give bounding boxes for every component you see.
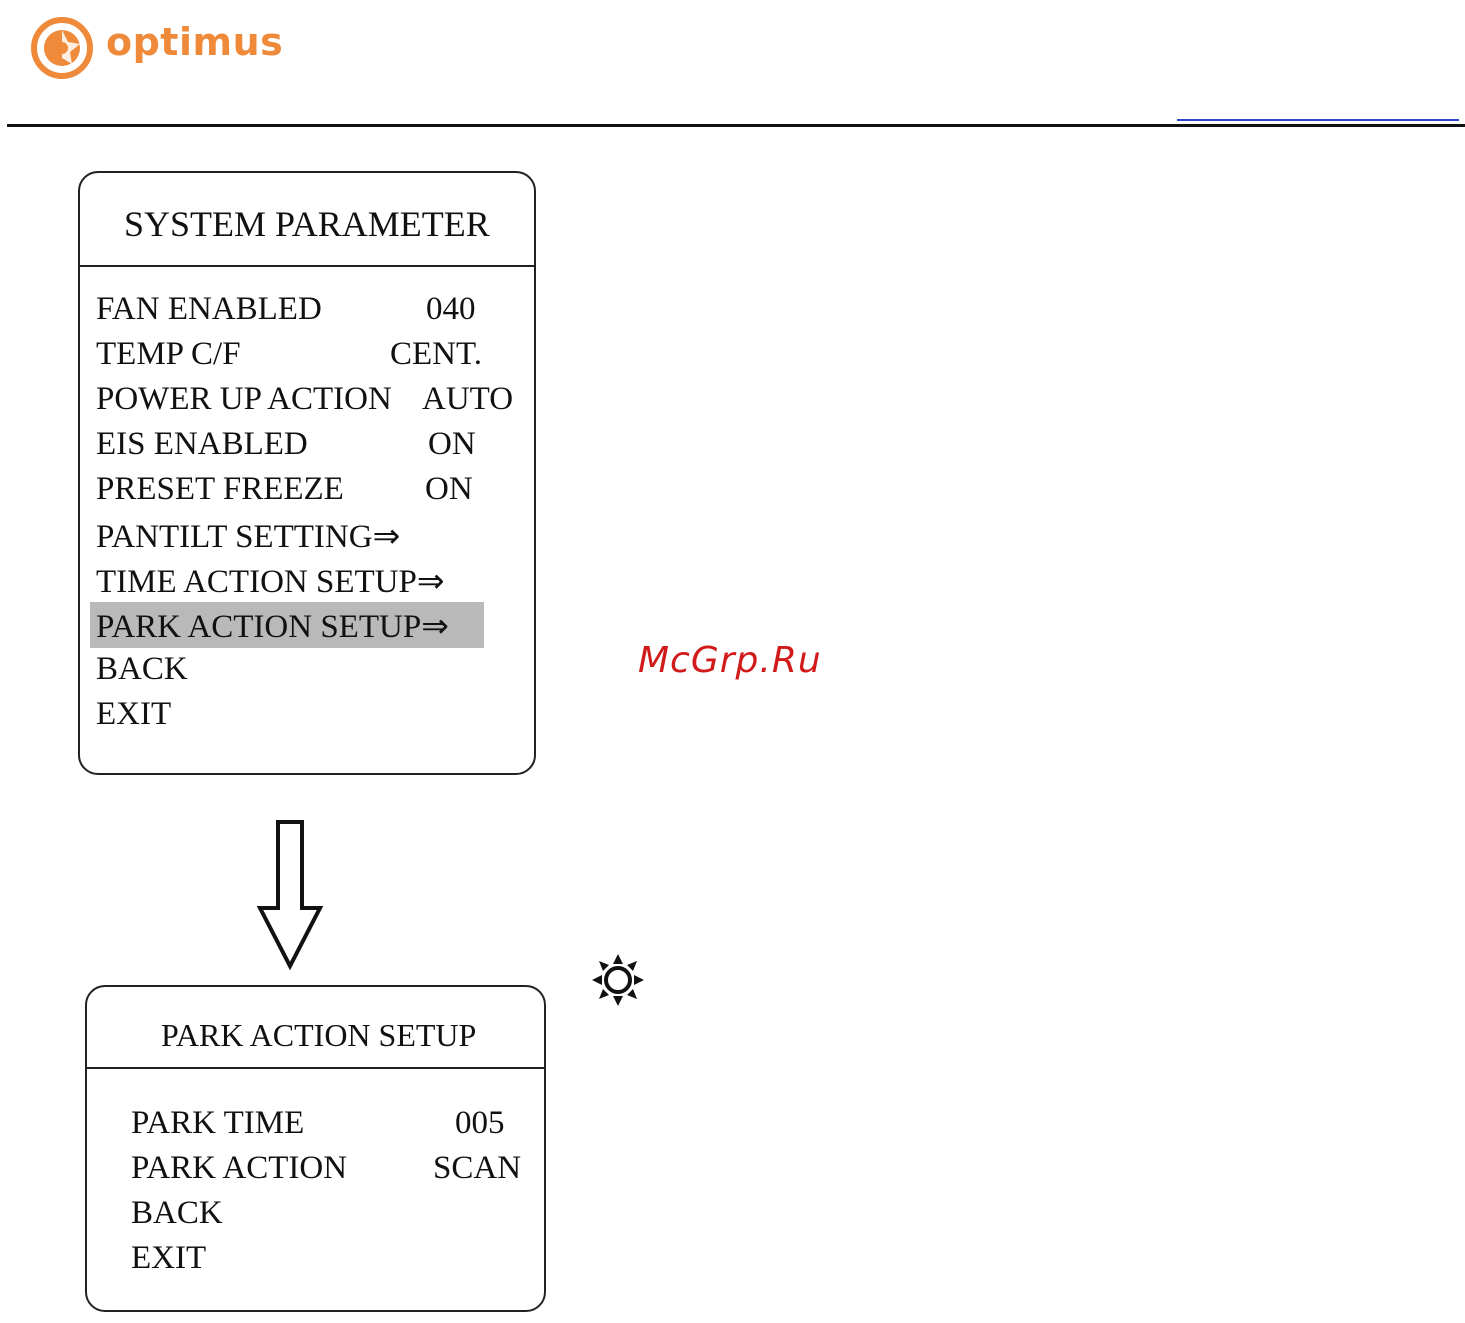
- menu-item-value: AUTO: [422, 381, 513, 418]
- menu-item-label: PARK TIME: [131, 1105, 304, 1141]
- menu-item-exit[interactable]: EXIT: [131, 1240, 206, 1277]
- menu-item-back[interactable]: BACK: [131, 1195, 223, 1232]
- menu-item-temp-cf[interactable]: TEMP C/F CENT.: [96, 336, 241, 373]
- menu-item-label: EXIT: [131, 1240, 206, 1276]
- menu-item-value: SCAN: [433, 1150, 521, 1187]
- menu-item-eis-enabled[interactable]: EIS ENABLED ON: [96, 426, 308, 463]
- menu-item-value: ON: [425, 471, 473, 508]
- menu-title: PARK ACTION SETUP: [161, 1017, 544, 1054]
- down-outline-arrow-icon: [256, 820, 324, 972]
- menu-item-label: TEMP C/F: [96, 336, 241, 372]
- brand-name: optimus: [106, 20, 283, 64]
- watermark-text: McGrp.Ru: [638, 640, 822, 681]
- menu-item-label: EXIT: [96, 696, 171, 732]
- menu-item-power-up-action[interactable]: POWER UP ACTION AUTO: [96, 381, 392, 418]
- menu-item-preset-freeze[interactable]: PRESET FREEZE ON: [96, 471, 344, 508]
- brand-logo: optimus: [30, 16, 270, 80]
- menu-item-pantilt-setting[interactable]: PANTILT SETTING⇒: [96, 516, 400, 556]
- menu-item-label: PARK ACTION: [131, 1150, 347, 1186]
- menu-title-divider: [80, 265, 534, 267]
- menu-item-time-action-setup[interactable]: TIME ACTION SETUP⇒: [96, 561, 445, 601]
- park-action-setup-menu: PARK ACTION SETUP PARK TIME 005 PARK ACT…: [85, 985, 546, 1312]
- menu-title: SYSTEM PARAMETER: [124, 203, 534, 245]
- menu-item-exit[interactable]: EXIT: [96, 696, 171, 733]
- menu-item-back[interactable]: BACK: [96, 651, 188, 688]
- menu-item-value: ON: [428, 426, 476, 463]
- menu-item-value: CENT.: [390, 336, 482, 373]
- menu-item-label: EIS ENABLED: [96, 426, 308, 462]
- header-link-underline: [1177, 119, 1459, 121]
- optimus-logo-icon: [30, 16, 94, 80]
- menu-item-label: PARK ACTION SETUP: [96, 609, 421, 645]
- menu-item-label: PRESET FREEZE: [96, 471, 344, 507]
- menu-item-label: POWER UP ACTION: [96, 381, 392, 417]
- menu-item-label: TIME ACTION SETUP: [96, 564, 417, 600]
- sun-icon: [590, 952, 646, 1008]
- menu-item-label: FAN ENABLED: [96, 291, 322, 327]
- system-parameter-menu: SYSTEM PARAMETER FAN ENABLED 040 TEMP C/…: [78, 171, 536, 775]
- menu-item-park-action[interactable]: PARK ACTION SCAN: [131, 1150, 347, 1187]
- submenu-arrow-icon: ⇒: [421, 609, 449, 645]
- header-divider: [7, 124, 1465, 127]
- menu-item-value: 005: [455, 1105, 505, 1142]
- submenu-arrow-icon: ⇒: [417, 564, 445, 600]
- menu-item-fan-enabled[interactable]: FAN ENABLED 040: [96, 291, 322, 328]
- menu-item-label: BACK: [131, 1195, 223, 1231]
- submenu-arrow-icon: ⇒: [373, 519, 401, 555]
- menu-item-label: BACK: [96, 651, 188, 687]
- menu-item-park-action-setup[interactable]: PARK ACTION SETUP⇒: [96, 606, 449, 646]
- menu-item-label: PANTILT SETTING: [96, 519, 373, 555]
- menu-title-divider: [87, 1067, 544, 1069]
- menu-item-park-time[interactable]: PARK TIME 005: [131, 1105, 304, 1142]
- menu-item-value: 040: [426, 291, 476, 328]
